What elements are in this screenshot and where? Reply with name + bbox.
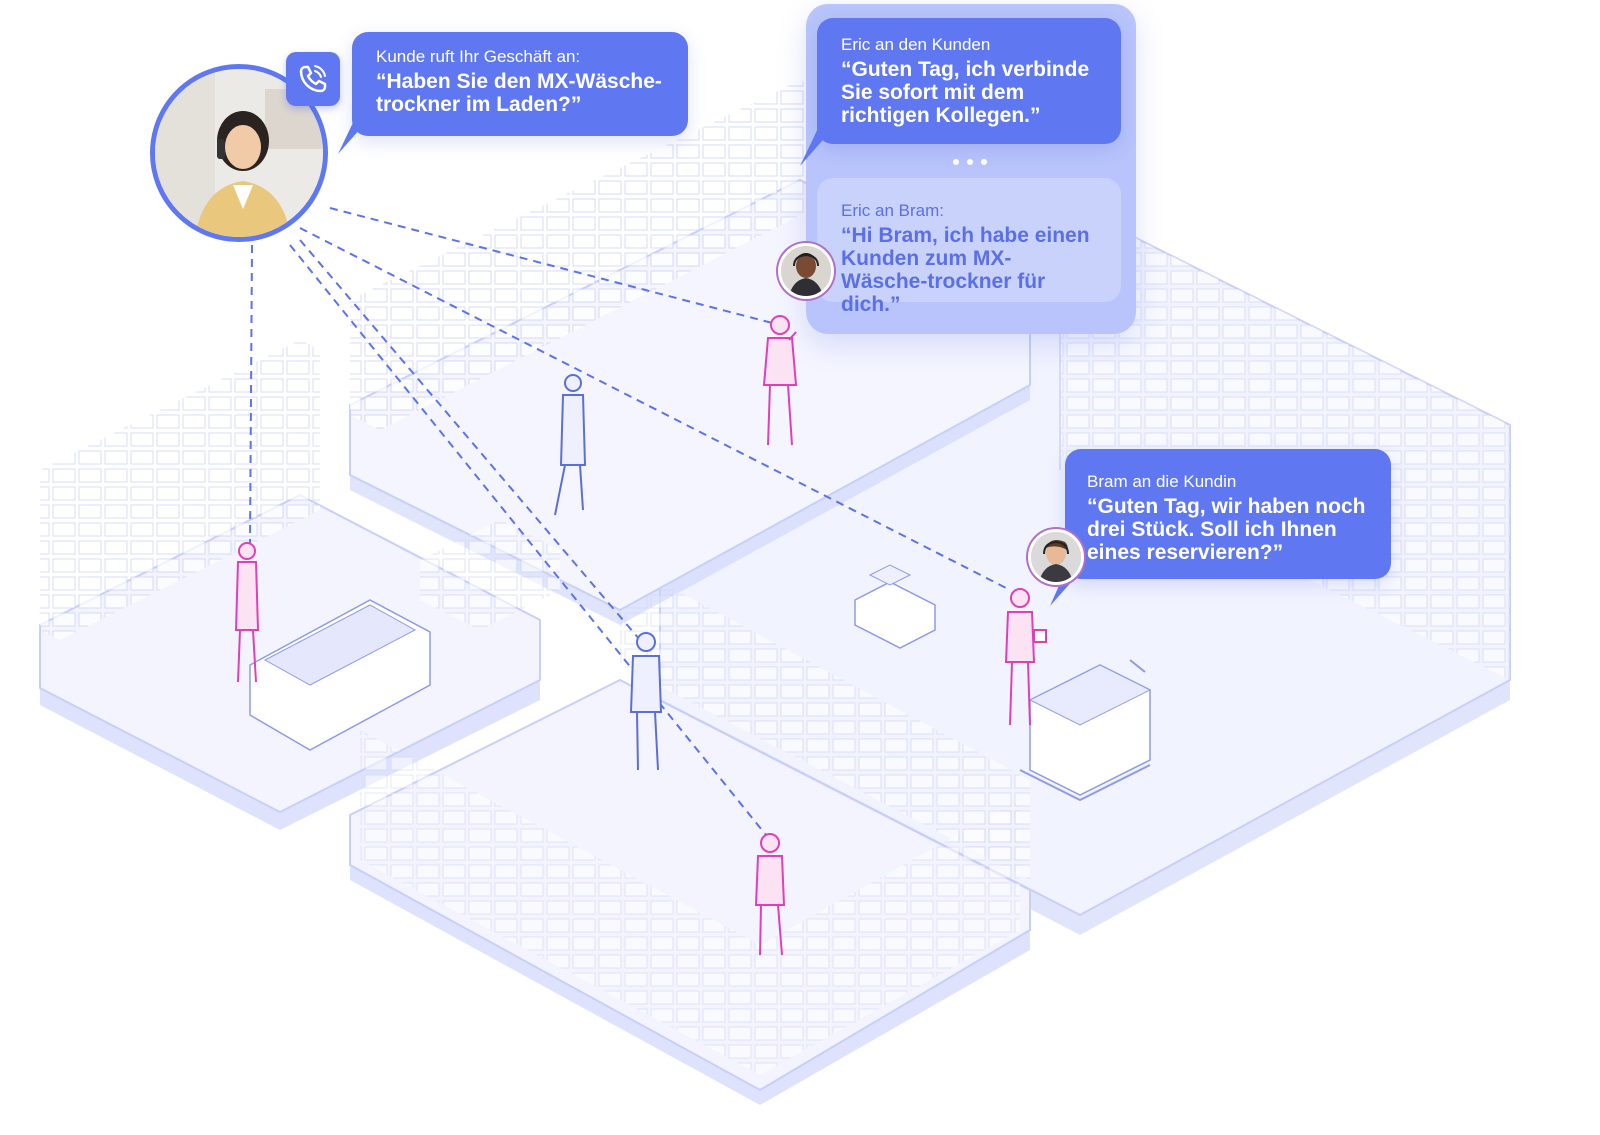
shopper-woman-figure [554, 374, 587, 516]
bram-to-customer-bubble: Bram an die Kundin “Guten Tag, wir haben… [1065, 449, 1391, 579]
customer-bubble-speaker: Kunde ruft Ihr Geschäft an: [376, 47, 581, 66]
eric-to-bram-quote: “Hi Bram, ich habe einen Kunden zum MX-W… [841, 224, 1090, 316]
eric-to-bram-speaker: Eric an Bram: [841, 201, 944, 220]
bram-avatar [1028, 529, 1084, 585]
phone-icon [299, 65, 327, 93]
eric-bubble-tail [800, 120, 830, 166]
bram-bubble-quote: “Guten Tag, wir haben noch drei Stück. S… [1087, 495, 1366, 564]
staff-left-figure [234, 542, 260, 683]
bram-bubble-speaker: Bram an die Kundin [1087, 472, 1237, 491]
eric-to-customer-bubble: Eric an den Kunden “Guten Tag, ich verbi… [817, 18, 1121, 144]
eric-avatar [778, 243, 834, 299]
customer-bubble-tail [338, 108, 368, 154]
typing-dots-icon [953, 159, 987, 165]
staff-bottom-figure [754, 833, 786, 956]
line-to-shopper [299, 239, 641, 641]
line-to-eric [329, 207, 781, 326]
eric-to-bram-bubble: Eric an Bram: “Hi Bram, ich habe einen K… [817, 178, 1121, 316]
customer-bubble-quote: “Haben Sie den MX-Wäsche-trockner im Lad… [376, 70, 662, 116]
display-table [249, 599, 431, 751]
line-to-cashier [289, 244, 771, 841]
box-stack [854, 564, 936, 649]
platform-bottom [349, 560, 1031, 1105]
eric-to-customer-quote: “Guten Tag, ich verbinde Sie sofort mit … [841, 58, 1090, 127]
staff-eric-figure [762, 315, 798, 446]
phone-badge [286, 52, 340, 106]
pallet-truck [1019, 659, 1152, 802]
line-to-bram [299, 227, 1011, 591]
shopper-man-figure [629, 632, 663, 771]
eric-to-customer-speaker: Eric an den Kunden [841, 35, 991, 54]
bram-photo-illustration [1031, 532, 1081, 582]
connection-lines [249, 207, 1011, 841]
eric-photo-illustration [781, 246, 831, 296]
customer-speech-bubble: Kunde ruft Ihr Geschäft an: “Haben Sie d… [352, 32, 688, 136]
staff-bram-figure [1004, 588, 1047, 726]
